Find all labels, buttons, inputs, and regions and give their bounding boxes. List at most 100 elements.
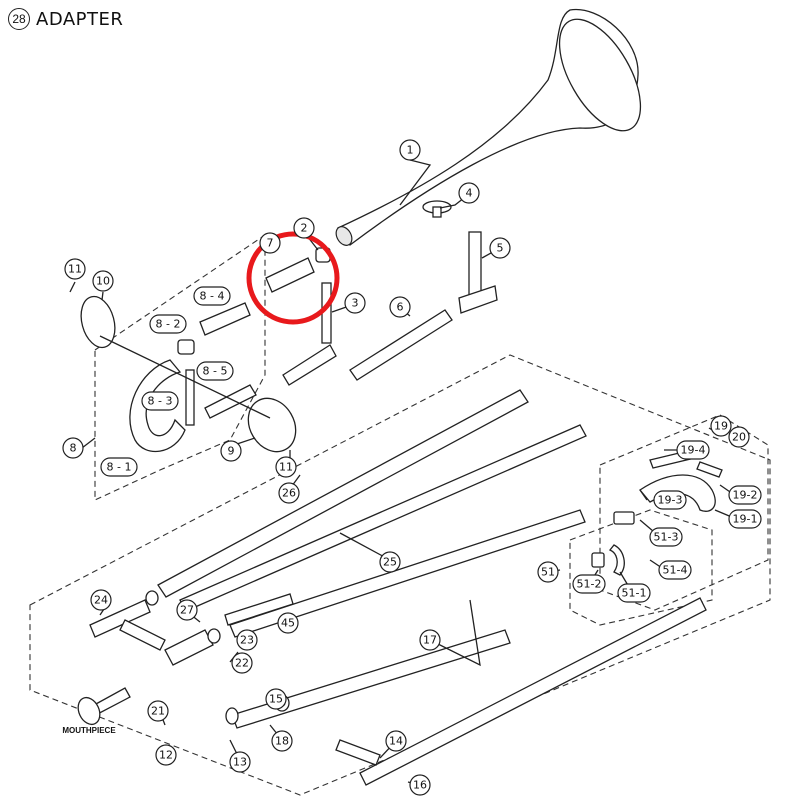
callout-label: 9 <box>228 445 235 458</box>
callout-c20: 20 <box>728 426 750 448</box>
callout-c14: 14 <box>385 730 407 752</box>
highlight-circle <box>246 231 340 325</box>
callout-c19-3: 19-3 <box>653 490 687 510</box>
callout-c45: 45 <box>277 612 299 634</box>
callout-bubble <box>419 629 441 651</box>
callout-label: 23 <box>240 634 254 647</box>
callout-label: 15 <box>269 693 283 706</box>
group-boundary-slide <box>29 354 771 796</box>
callout-c8-3: 8 - 3 <box>141 391 179 411</box>
callout-label: 27 <box>180 604 194 617</box>
callout-c51-3: 51-3 <box>649 527 683 547</box>
callout-label: 13 <box>233 756 247 769</box>
callout-bubble <box>728 485 762 505</box>
callout-bubble <box>572 574 606 594</box>
callout-bubble <box>229 751 251 773</box>
callout-label: 19 <box>714 420 728 433</box>
callout-c19: 19 <box>710 415 732 437</box>
callout-label: 8 - 5 <box>203 365 228 378</box>
callout-c9: 9 <box>220 440 242 462</box>
callout-c19-4: 19-4 <box>676 440 710 460</box>
callout-bubble <box>193 286 231 306</box>
callout-label: 19-4 <box>681 444 706 457</box>
callout-c27: 27 <box>176 599 198 621</box>
callout-bubble <box>231 652 253 674</box>
callout-c5: 5 <box>489 237 511 259</box>
callout-bubble <box>379 551 401 573</box>
callout-label: 20 <box>732 431 746 444</box>
callout-c8-5: 8 - 5 <box>196 361 234 381</box>
callout-label: 8 - 2 <box>156 318 181 331</box>
callout-c8-1: 8 - 1 <box>100 457 138 477</box>
callout-bubble <box>389 296 411 318</box>
callout-label: 21 <box>151 705 165 718</box>
callout-label: 2 <box>301 222 308 235</box>
callout-bubble <box>653 490 687 510</box>
callout-c12: 12 <box>155 744 177 766</box>
group-8-parts <box>80 295 297 453</box>
callout-bubble <box>489 237 511 259</box>
callout-bubble <box>100 457 138 477</box>
callout-c3: 3 <box>344 292 366 314</box>
callout-bubble <box>64 258 86 280</box>
callout-label: 8 - 1 <box>107 461 132 474</box>
callout-bubble <box>537 561 559 583</box>
callout-c22: 22 <box>231 652 253 674</box>
callout-bubble <box>278 482 300 504</box>
callout-label: 51-2 <box>577 578 602 591</box>
callout-bubble <box>728 426 750 448</box>
callout-label: 26 <box>282 487 296 500</box>
tube-part-6 <box>349 309 453 381</box>
callout-bubble <box>155 744 177 766</box>
callout-bubble <box>220 440 242 462</box>
callout-label: 18 <box>275 735 289 748</box>
callout-label: 4 <box>466 187 473 200</box>
mouthpiece-part <box>77 687 131 726</box>
callout-label: 25 <box>383 556 397 569</box>
group-boundary-51 <box>569 509 713 626</box>
callout-bubble <box>658 560 692 580</box>
callout-c2: 2 <box>293 217 315 239</box>
callout-c25: 25 <box>379 551 401 573</box>
callout-c16: 16 <box>409 774 431 796</box>
callout-label: 16 <box>413 779 427 792</box>
callout-bubble <box>265 688 287 710</box>
callout-bubble <box>728 509 762 529</box>
callout-bubble <box>176 599 198 621</box>
cap-part-4 <box>422 200 452 218</box>
bell-part <box>335 8 642 246</box>
callout-bubble <box>141 391 179 411</box>
callout-bubble <box>259 232 281 254</box>
callout-label: 11 <box>279 461 293 474</box>
callout-label: 14 <box>389 735 403 748</box>
callout-c51-1: 51-1 <box>617 583 651 603</box>
callout-c4: 4 <box>458 182 480 204</box>
callout-label: 7 <box>267 237 274 250</box>
callout-c18: 18 <box>271 730 293 752</box>
callout-c51: 51 <box>537 561 559 583</box>
callout-label: 12 <box>159 749 173 762</box>
callout-label: 10 <box>96 275 110 288</box>
callout-c17: 17 <box>419 629 441 651</box>
callout-c11b: 11 <box>275 456 297 478</box>
callout-bubble <box>409 774 431 796</box>
callout-bubble <box>236 629 258 651</box>
callout-c1: 1 <box>399 139 421 161</box>
callout-label: 51-3 <box>654 531 679 544</box>
callout-c6: 6 <box>389 296 411 318</box>
title-number-badge: 28 <box>8 8 30 30</box>
callout-bubble <box>275 456 297 478</box>
callout-bubble <box>149 314 187 334</box>
callout-bubble <box>196 361 234 381</box>
callout-c26: 26 <box>278 482 300 504</box>
brace-part-3 <box>282 282 337 386</box>
callout-label: 8 - 4 <box>200 290 225 303</box>
callout-label: 19-1 <box>733 513 758 526</box>
callout-label: 5 <box>497 242 504 255</box>
callout-c10: 10 <box>92 270 114 292</box>
callout-label: 3 <box>352 297 359 310</box>
callout-bubble <box>271 730 293 752</box>
callout-c51-4: 51-4 <box>658 560 692 580</box>
callout-bubble <box>344 292 366 314</box>
